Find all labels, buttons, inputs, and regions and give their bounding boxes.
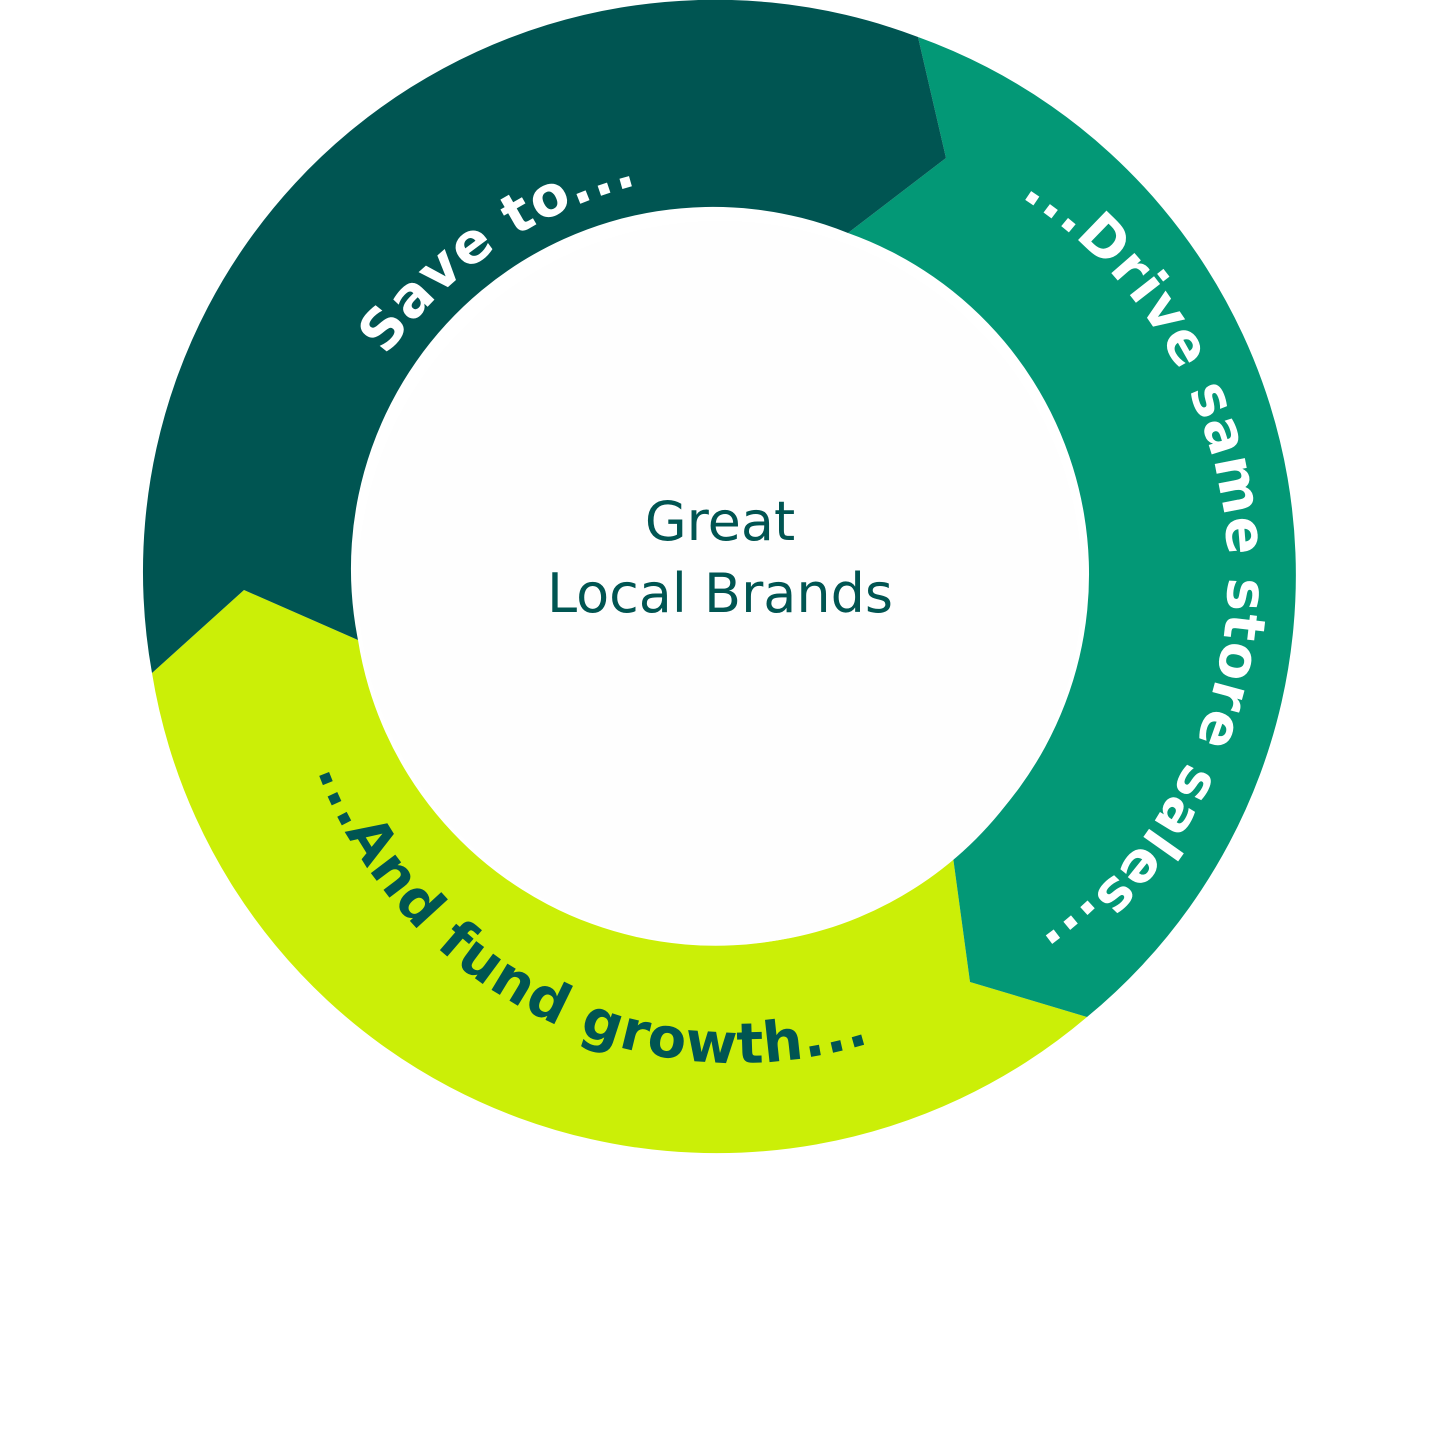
segment-save [142, 0, 946, 673]
center-title-line2: Local Brands [547, 562, 893, 625]
segment-drive-sales [848, 37, 1296, 1017]
center-title-line1: Great [645, 490, 795, 553]
center-circle [358, 221, 1082, 945]
segment-fund-growth [152, 590, 1087, 1154]
